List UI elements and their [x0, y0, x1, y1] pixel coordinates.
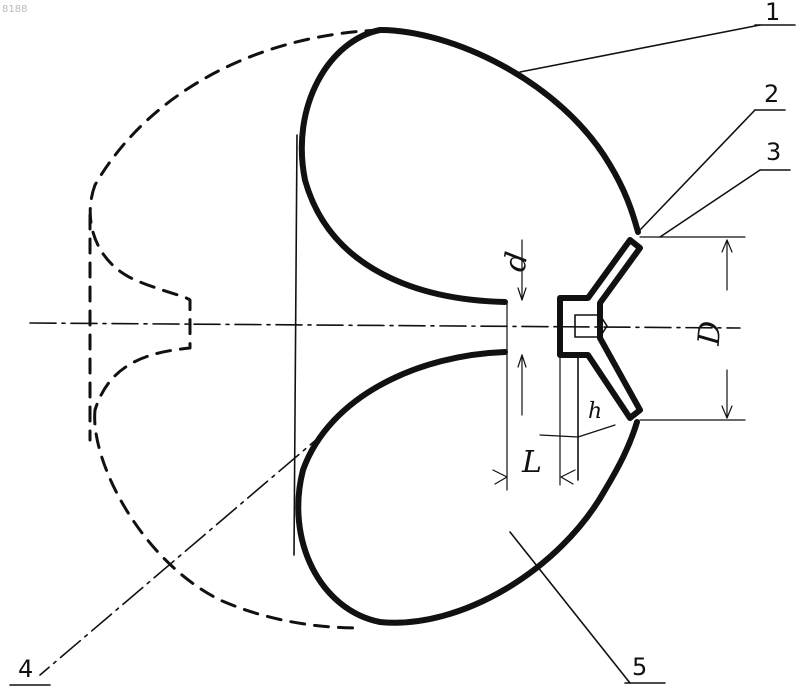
label-4: 4 [18, 655, 33, 683]
lower-lobe [298, 352, 637, 623]
dim-h-label: h [588, 399, 602, 424]
leader-5: 5 [510, 532, 665, 683]
label-5: 5 [632, 653, 647, 681]
leader-2: 2 [640, 80, 785, 230]
upper-lobe [302, 30, 638, 302]
dim-d-label: d [498, 249, 536, 274]
leader-3: 3 [660, 138, 790, 237]
dim-L-label: L [521, 445, 542, 480]
label-2: 2 [764, 80, 779, 108]
center-axis [30, 323, 740, 328]
phantom-outline [90, 30, 380, 628]
label-1: 1 [765, 0, 780, 26]
label-3: 3 [766, 138, 781, 166]
leader-1: 1 [520, 0, 795, 72]
dim-D-label: D [692, 319, 729, 347]
leader-4: 4 [10, 428, 330, 685]
figure-id: 8188 [2, 4, 27, 15]
